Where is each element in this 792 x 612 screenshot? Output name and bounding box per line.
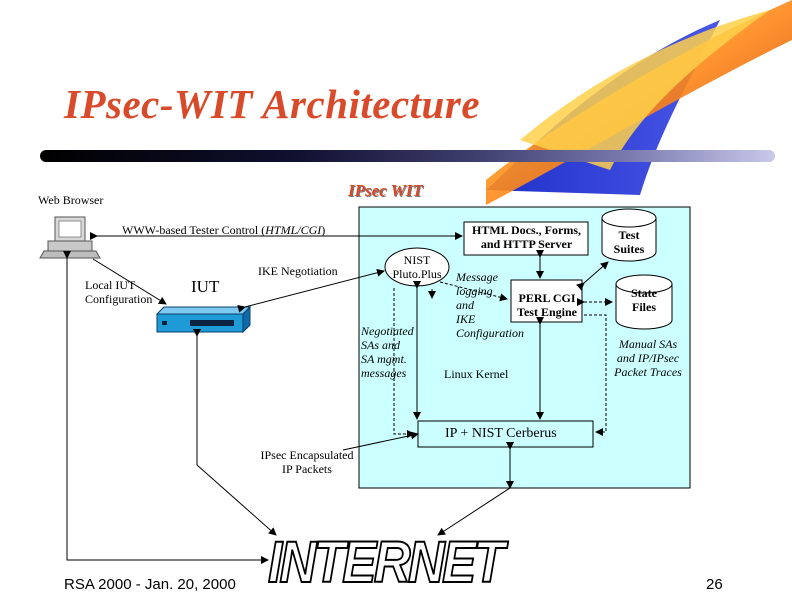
manual-sas-line-3: Packet Traces (614, 365, 682, 379)
ipsec-wit-label: IPsec WIT (348, 181, 423, 200)
message-logging-line-4: IKE (456, 312, 476, 326)
ipsec-encap-label: IPsec Encapsulated IP Packets (252, 448, 362, 476)
html-server-line-2: and HTTP Server (480, 237, 573, 251)
html-server-label: HTML Docs., Forms, and HTTP Server (465, 223, 588, 251)
negotiated-sas-label: Negotiated SAs and SA mgmt. messages (361, 324, 414, 380)
perl-cgi-line-2: Test Engine (517, 305, 577, 319)
router-icon (155, 305, 252, 334)
manual-sas-line-2: and IP/IPsec (616, 351, 680, 365)
www-tester-control-ital: HTML/CGI (265, 223, 322, 237)
www-tester-control-label: WWW-based Tester Control (HTML/CGI) (122, 223, 325, 237)
manual-sas-label: Manual SAs and IP/IPsec Packet Traces (608, 337, 688, 379)
iut-label: IUT (191, 277, 220, 296)
html-server-box (463, 221, 589, 256)
www-tester-control-end: ) (321, 223, 326, 237)
local-iut-label: Local IUT Configuration (85, 278, 152, 306)
connector-lines (63, 232, 609, 564)
state-files-cylinder (615, 274, 673, 330)
state-files-label: State Files (618, 286, 670, 314)
dashed-lines (393, 281, 613, 438)
html-server-line-1: HTML Docs., Forms, (472, 223, 581, 237)
perl-cgi-label: PERL CGI Test Engine (512, 291, 582, 319)
cerberus-box (417, 420, 594, 448)
title-bar (40, 150, 775, 162)
negotiated-sas-line-1: Negotiated (361, 324, 414, 338)
message-logging-line-2: logging (456, 284, 493, 298)
perl-cgi-box (510, 279, 583, 323)
message-logging-line-3: and (456, 298, 474, 312)
state-files-line-2: Files (632, 300, 656, 314)
test-suites-line-2: Suites (613, 242, 645, 256)
nist-pluto-line-2: Pluto.Plus (392, 267, 442, 281)
computer-icon (39, 216, 101, 259)
www-tester-control-text: WWW-based Tester Control ( (122, 223, 266, 237)
manual-sas-line-1: Manual SAs (618, 337, 678, 351)
nist-pluto-label: NIST Pluto.Plus (387, 253, 447, 281)
test-suites-cylinder (601, 208, 657, 262)
ike-negotiation-label: IKE Negotiation (258, 264, 338, 278)
perl-cgi-line-1: PERL CGI (518, 291, 576, 305)
negotiated-sas-line-4: messages (361, 366, 407, 380)
footer-left: RSA 2000 - Jan. 20, 2000 (64, 576, 236, 593)
ipsec-encap-line-2: IP Packets (282, 462, 332, 476)
slide-title: IPsec-WIT Architecture (64, 81, 481, 127)
negotiated-sas-line-2: SAs and (361, 338, 400, 352)
cerberus-text-1: IP + (445, 426, 472, 441)
internet-text: INTERNET (267, 530, 505, 595)
state-files-line-1: State (631, 286, 657, 300)
local-iut-line-1: Local IUT (85, 278, 136, 292)
message-logging-line-5: Configuration (456, 326, 525, 340)
page-number: 26 (706, 576, 723, 593)
ipsec-encap-line-1: IPsec Encapsulated (260, 448, 354, 462)
cerberus-label: IP + NIST Cerberus (445, 426, 557, 442)
negotiated-sas-line-3: SA mgmt. (361, 352, 407, 366)
internet-logo (265, 540, 478, 592)
linux-kernel-label: Linux Kernel (444, 367, 509, 381)
nist-pluto-line-1: NIST (403, 253, 431, 267)
test-suites-line-1: Test (618, 228, 640, 242)
message-logging-line-1: Message (456, 270, 498, 284)
local-iut-line-2: Configuration (85, 292, 153, 306)
message-logging-label: Message logging and IKE Configuration (456, 270, 524, 340)
swoosh-decoration (486, 0, 792, 205)
web-browser-label: Web Browser (38, 193, 104, 207)
test-suites-label: Test Suites (604, 228, 654, 256)
cerberus-text-2: NIST Cerberus (471, 426, 557, 441)
